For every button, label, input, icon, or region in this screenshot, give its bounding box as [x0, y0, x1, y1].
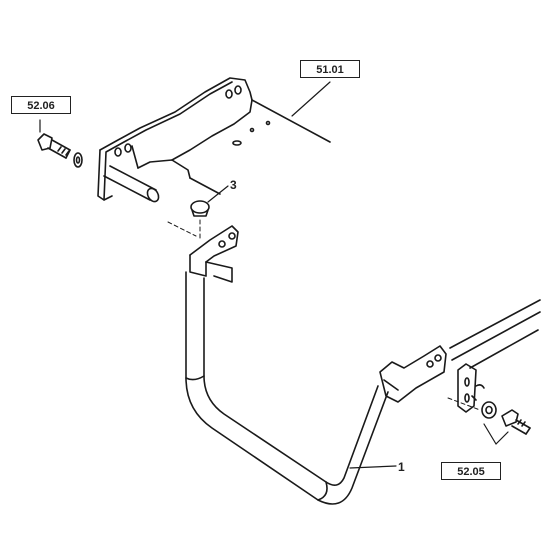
upper-mounting-frame: [97, 77, 331, 201]
alignment-lines: [167, 219, 481, 411]
left-washer: [73, 152, 83, 168]
right-frame: [449, 299, 541, 413]
callout-pin-number: 3: [230, 178, 237, 192]
spacer-tube: [103, 165, 160, 203]
reference-label-52-05: 52.05: [441, 462, 501, 480]
right-bolt: [471, 384, 531, 435]
upper-bracket: [189, 225, 239, 283]
leader-lines: [39, 81, 509, 469]
pin: [190, 200, 210, 217]
callout-bracket-number: 1: [398, 460, 405, 474]
reference-label-52-06: 52.06: [11, 96, 71, 114]
left-bolt: [37, 133, 71, 159]
bent-bar: [185, 271, 389, 505]
reference-label-51-01: 51.01: [300, 60, 360, 78]
lower-bracket: [379, 345, 447, 403]
right-washer: [481, 401, 497, 419]
